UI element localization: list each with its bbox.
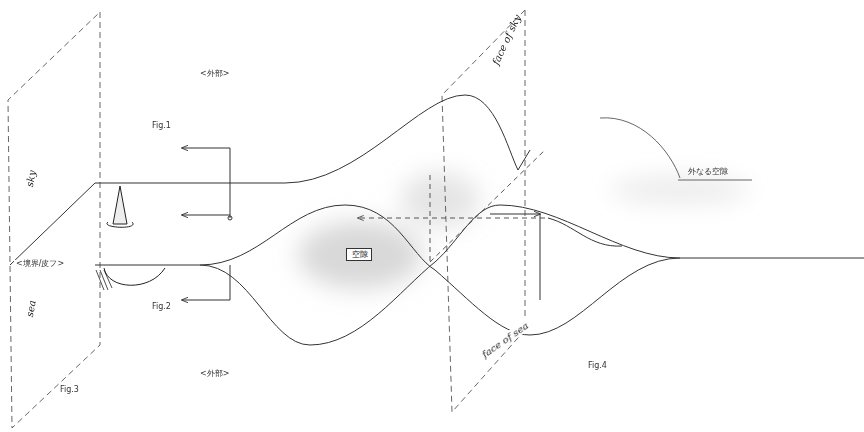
node-text: 空隙 (352, 251, 366, 260)
section-arrows (182, 148, 540, 300)
gap-shading (298, 172, 750, 289)
plane-label: sky (24, 169, 38, 187)
plane-label: sea (24, 299, 38, 318)
figure-ref: Fig.1 (152, 122, 171, 131)
leader-line (600, 118, 752, 180)
section-lines (358, 150, 545, 262)
band-surface (10, 95, 864, 345)
region-label: <外部> (200, 70, 229, 79)
figure-ref: Fig.3 (60, 386, 79, 395)
figure-ref: Fig.4 (588, 362, 607, 371)
left-plane (8, 12, 100, 428)
boundary-label: <境界/皮フ> (14, 260, 66, 269)
figure-ref: Fig.2 (152, 303, 171, 312)
cone-symbol (96, 186, 165, 290)
region-label: 外なる空隙 (688, 168, 728, 177)
plane-label: face of sea (478, 319, 532, 361)
gap-box: 空隙 (346, 248, 372, 261)
plane-label: face of sky (490, 13, 523, 67)
region-label: <外部> (200, 370, 229, 379)
